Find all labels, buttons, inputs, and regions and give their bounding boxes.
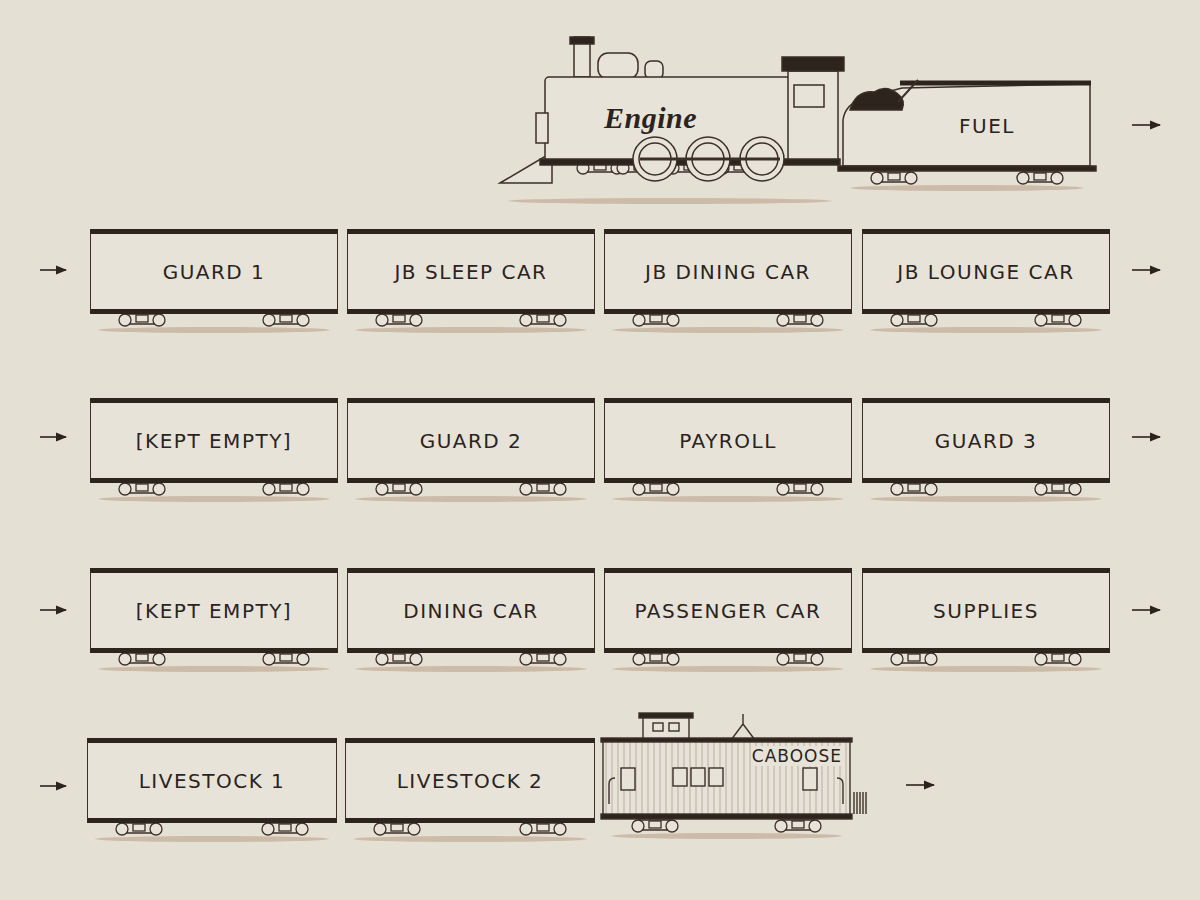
car-label: GUARD 3 [935, 429, 1038, 453]
wheel-truck [777, 314, 823, 326]
wheel-truck [262, 823, 308, 835]
wheel-truck [520, 314, 566, 326]
continuation-arrow [1132, 269, 1160, 271]
wheel-truck [520, 483, 566, 495]
wheel-truck [263, 314, 309, 326]
rail-car: SUPPLIES [862, 568, 1110, 653]
ground-shadow [508, 198, 832, 204]
rail-car: PAYROLL [604, 398, 852, 483]
ground-shadow [870, 327, 1102, 333]
wheel-truck [263, 483, 309, 495]
wheel-truck [777, 653, 823, 665]
rail-car: LIVESTOCK 1 [87, 738, 337, 823]
fuel-car: FUEL [842, 80, 1092, 172]
continuation-arrow [40, 785, 66, 787]
rail-car: JB SLEEP CAR [347, 229, 595, 314]
car-label: [KEPT EMPTY] [136, 429, 292, 453]
car-label: LIVESTOCK 2 [397, 769, 544, 793]
ground-shadow [612, 666, 844, 672]
ground-shadow [98, 496, 330, 502]
wheel-truck [871, 172, 917, 184]
car-label: JB LOUNGE CAR [897, 260, 1074, 284]
wheel-truck [891, 653, 937, 665]
continuation-arrow [1132, 436, 1160, 438]
rail-car: JB DINING CAR [604, 229, 852, 314]
car-label: PASSENGER CAR [635, 599, 822, 623]
ground-shadow [98, 666, 330, 672]
car-label: JB DINING CAR [645, 260, 811, 284]
rail-car: GUARD 1 [90, 229, 338, 314]
wheel-truck [376, 653, 422, 665]
wheel-truck [633, 314, 679, 326]
wheel-truck [374, 823, 420, 835]
wheel-truck [777, 483, 823, 495]
continuation-arrow [40, 436, 66, 438]
wheel-truck [633, 653, 679, 665]
ground-shadow [850, 185, 1084, 191]
car-label: GUARD 2 [420, 429, 523, 453]
wheel-truck [1035, 314, 1081, 326]
wheel-truck [119, 483, 165, 495]
continuation-arrow [40, 269, 66, 271]
wheel-truck [119, 314, 165, 326]
continuation-arrow [1132, 609, 1160, 611]
rail-car: [KEPT EMPTY] [90, 568, 338, 653]
ground-shadow [353, 836, 587, 842]
wheel-truck [891, 483, 937, 495]
wheel-truck [1017, 172, 1063, 184]
caboose-label: CABOOSE [752, 746, 842, 766]
ground-shadow [870, 496, 1102, 502]
wheel-truck [520, 653, 566, 665]
ground-shadow [612, 496, 844, 502]
rail-car: [KEPT EMPTY] [90, 398, 338, 483]
wheel-truck [633, 483, 679, 495]
continuation-arrow [40, 609, 66, 611]
wheel-truck [263, 653, 309, 665]
ground-shadow [355, 666, 587, 672]
ground-shadow [355, 327, 587, 333]
ground-shadow [355, 496, 587, 502]
engine-car: Engine [500, 35, 840, 185]
car-label: DINING CAR [403, 599, 539, 623]
rail-car: GUARD 2 [347, 398, 595, 483]
car-label: [KEPT EMPTY] [136, 599, 292, 623]
ground-shadow [98, 327, 330, 333]
continuation-arrow [1132, 124, 1160, 126]
continuation-arrows [40, 125, 1160, 786]
car-label: LIVESTOCK 1 [139, 769, 286, 793]
continuation-arrow [906, 784, 934, 786]
wheel-truck [1035, 483, 1081, 495]
wheel-truck [376, 314, 422, 326]
rail-car: GUARD 3 [862, 398, 1110, 483]
ground-shadow [870, 666, 1102, 672]
wheel-truck [520, 823, 566, 835]
rail-car: JB LOUNGE CAR [862, 229, 1110, 314]
car-label: FUEL [882, 114, 1092, 138]
rail-car: DINING CAR [347, 568, 595, 653]
wheel-truck [376, 483, 422, 495]
ground-shadow [95, 836, 329, 842]
wheel-truck [1035, 653, 1081, 665]
wheel-truck [116, 823, 162, 835]
car-label: SUPPLIES [933, 599, 1039, 623]
wheel-truck [775, 820, 821, 832]
car-label: JB SLEEP CAR [394, 260, 547, 284]
caboose-car: CABOOSE [603, 740, 850, 820]
car-label: GUARD 1 [163, 260, 266, 284]
wheel-truck [119, 653, 165, 665]
car-label: PAYROLL [679, 429, 777, 453]
wheel-truck [632, 820, 678, 832]
ground-shadow [612, 327, 844, 333]
engine-label: Engine [604, 101, 697, 135]
wheel-truck [891, 314, 937, 326]
rail-car: PASSENGER CAR [604, 568, 852, 653]
ground-shadow [611, 833, 842, 839]
rail-car: LIVESTOCK 2 [345, 738, 595, 823]
